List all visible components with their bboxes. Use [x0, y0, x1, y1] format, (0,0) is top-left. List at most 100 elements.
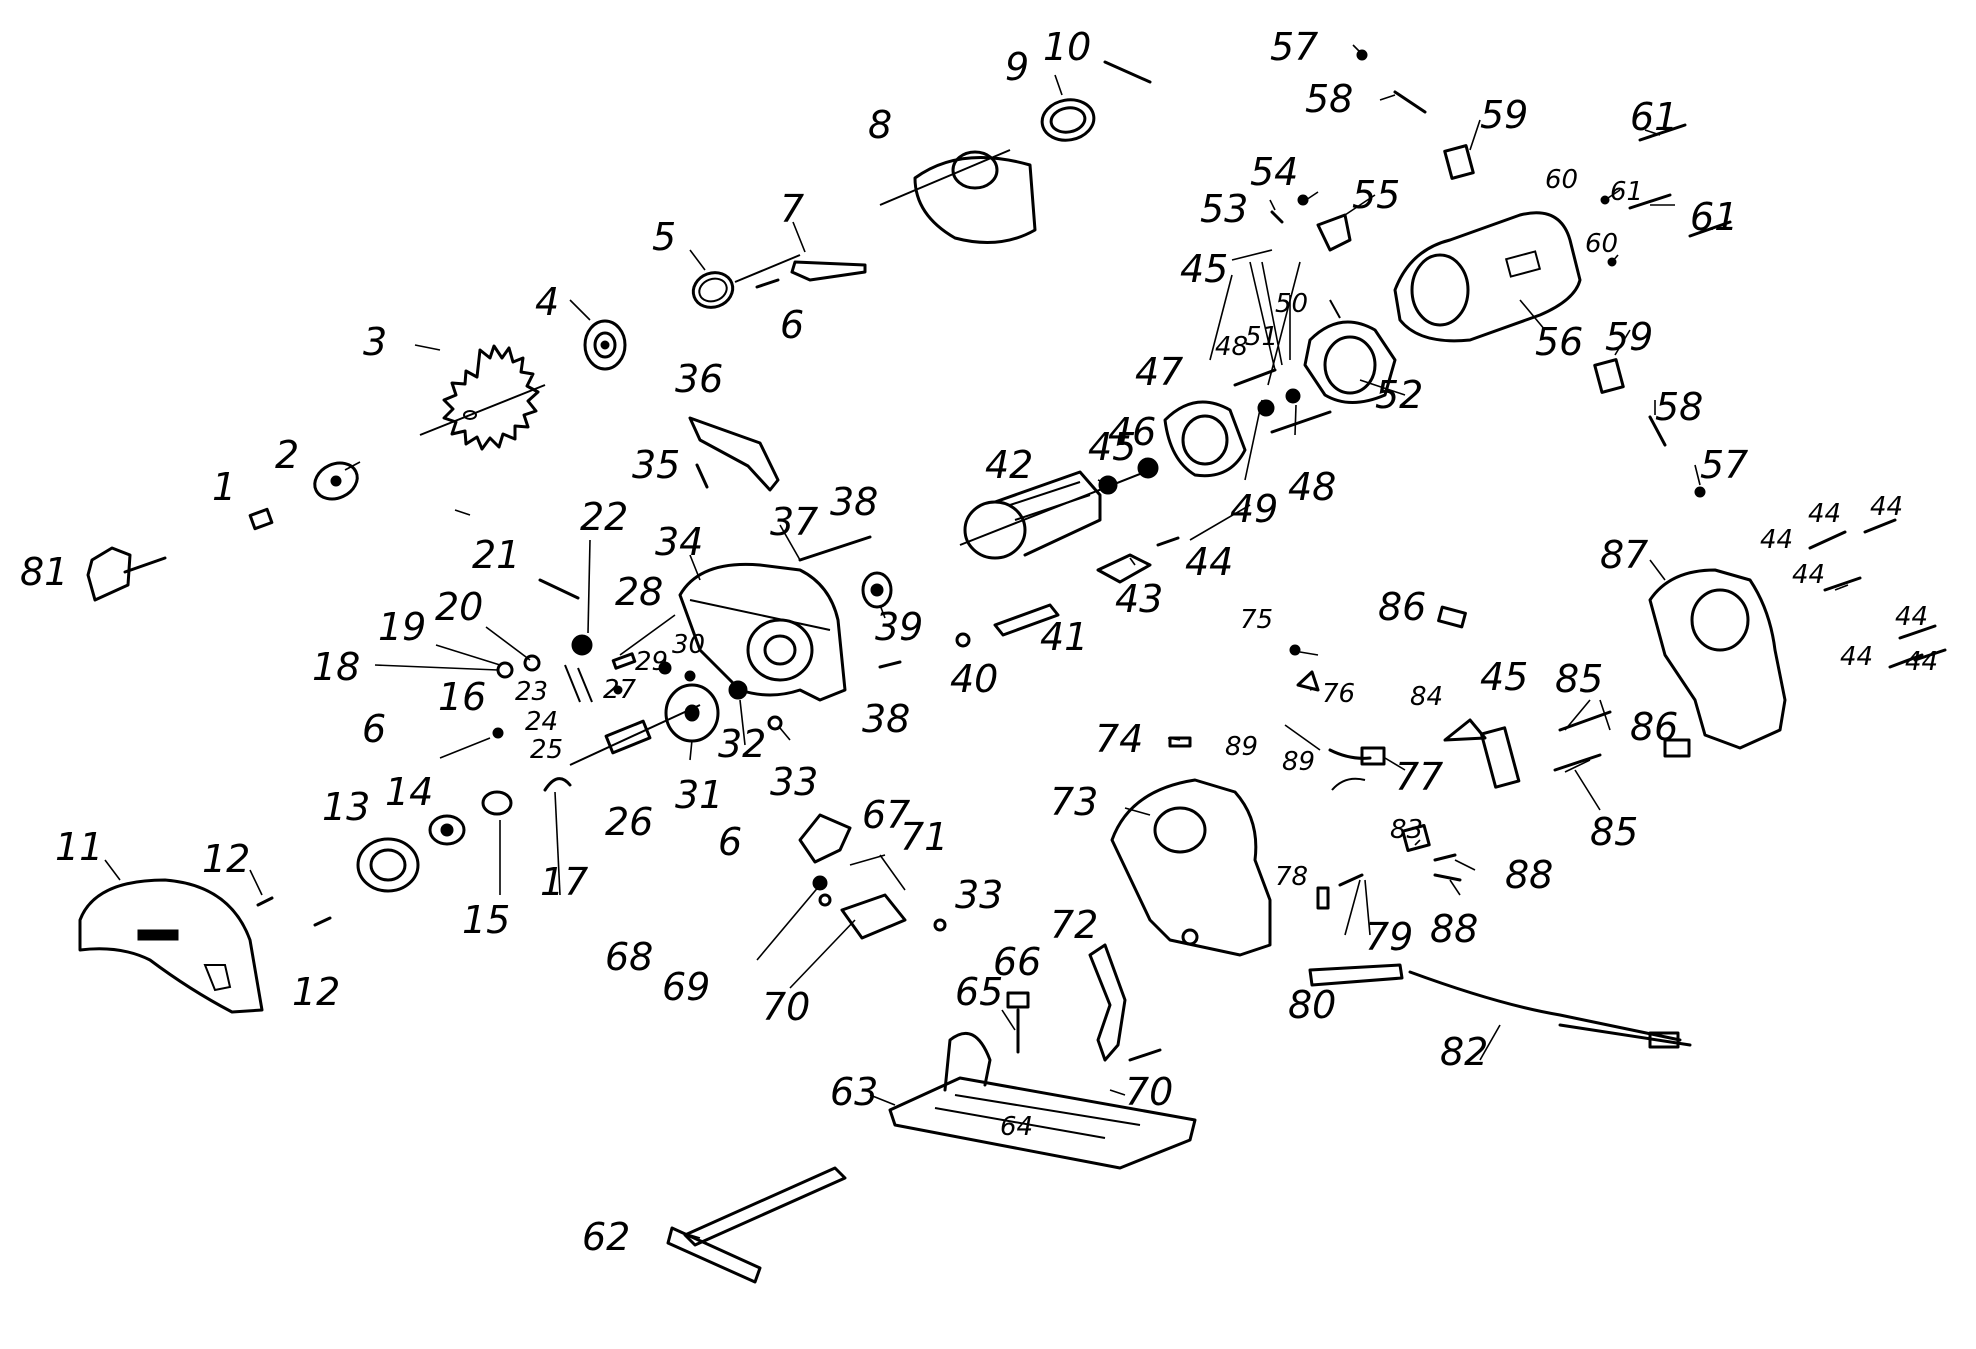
callout-23: 23 [515, 677, 548, 707]
callout-67: 67 [862, 793, 910, 837]
part-13-ring-housing [356, 837, 420, 893]
callout-3: 3 [363, 320, 387, 364]
callout-87: 87 [1600, 533, 1648, 577]
callout-1: 1 [212, 465, 236, 509]
callout-83: 83 [1390, 815, 1423, 845]
part-3-saw-blade [419, 344, 546, 451]
callout-21: 21 [472, 533, 520, 577]
callout-44-r2: 44 [1870, 492, 1903, 522]
callout-74: 74 [1095, 717, 1143, 761]
callout-9: 9 [1005, 45, 1029, 89]
callout-4: 4 [535, 280, 559, 324]
callout-79: 79 [1365, 915, 1413, 959]
part-83-block [1401, 823, 1431, 853]
callout-41: 41 [1040, 615, 1088, 659]
part-72-depth-bracket [1088, 943, 1162, 1062]
callout-37: 37 [770, 500, 818, 544]
callout-52: 52 [1375, 373, 1423, 417]
callout-62: 62 [582, 1215, 630, 1259]
callout-72: 72 [1050, 903, 1098, 947]
part-81-knob [86, 546, 167, 602]
part-10-screw [1103, 60, 1152, 84]
callout-68: 68 [605, 935, 653, 979]
callout-89-a: 89 [1225, 732, 1258, 762]
callout-19: 19 [378, 605, 426, 649]
callout-86-b: 86 [1630, 705, 1678, 749]
callout-58-bottom: 58 [1655, 385, 1703, 429]
part-12-screws [256, 896, 332, 927]
callout-29: 29 [635, 647, 668, 677]
callout-25: 25 [530, 735, 563, 765]
part-5-ring [691, 254, 801, 309]
part-4-flange [583, 319, 627, 371]
callout-89-b: 89 [1282, 747, 1315, 777]
part-57-59-brush-bottom [1593, 358, 1706, 498]
part-22-gear [571, 634, 593, 656]
part-62-rip-fence [666, 1166, 847, 1284]
part-52-field [1303, 299, 1397, 404]
callout-43: 43 [1115, 577, 1163, 621]
callout-6-left: 6 [362, 707, 386, 751]
callout-33-a: 33 [770, 760, 818, 804]
callout-11: 11 [55, 825, 103, 869]
callout-20: 20 [435, 585, 483, 629]
callout-65: 65 [955, 970, 1003, 1014]
callout-59-top: 59 [1480, 93, 1528, 137]
callout-53: 53 [1200, 187, 1248, 231]
part-44-screws [1156, 518, 1947, 669]
part-40-washer [955, 632, 971, 648]
part-65-66-knob [1006, 991, 1030, 1054]
callout-13: 13 [322, 785, 370, 829]
callout-56: 56 [1535, 320, 1583, 364]
part-35-spring [695, 463, 709, 489]
callout-18: 18 [312, 645, 360, 689]
callout-81: 81 [20, 550, 68, 594]
callout-78: 78 [1275, 862, 1308, 892]
callout-47: 47 [1135, 350, 1183, 394]
part-2-washer [313, 461, 359, 501]
callout-40: 40 [950, 657, 998, 701]
part-56-motor-housing [1393, 211, 1582, 343]
callout-75: 75 [1240, 605, 1273, 635]
callout-35: 35 [632, 443, 680, 487]
callout-54: 54 [1250, 150, 1298, 194]
callout-51: 51 [1245, 322, 1278, 352]
part-8-upper-guard [879, 149, 1037, 244]
part-15-ring [481, 790, 513, 816]
part-87-handle-half [1648, 568, 1787, 750]
callout-71: 71 [900, 815, 948, 859]
callout-44-r3: 44 [1760, 525, 1793, 555]
callout-84: 84 [1410, 682, 1443, 712]
part-48-51-fasteners [1233, 368, 1332, 434]
callout-16: 16 [438, 675, 486, 719]
part-7-lever [790, 260, 867, 282]
callout-24: 24 [525, 707, 558, 737]
callout-33-b: 33 [955, 873, 1003, 917]
callout-38-b: 38 [862, 697, 910, 741]
callout-6-mid: 6 [718, 820, 742, 864]
callout-58-top: 58 [1305, 77, 1353, 121]
part-67-68-lever [798, 813, 852, 891]
part-57-59-brush-top [1356, 49, 1475, 180]
part-80-cord-guard [1308, 963, 1404, 987]
callout-66: 66 [993, 940, 1041, 984]
part-82-cord [1408, 970, 1692, 1049]
callout-48-b: 48 [1288, 465, 1336, 509]
callout-22: 22 [580, 495, 628, 539]
part-27-pin [613, 685, 623, 695]
part-77-switch [1328, 746, 1386, 791]
callout-49: 49 [1230, 487, 1278, 531]
part-84-cover [1443, 718, 1521, 789]
callout-5: 5 [652, 215, 676, 259]
callout-31: 31 [675, 773, 723, 817]
part-26-spindle [569, 704, 701, 766]
callout-70-b: 70 [1125, 1070, 1173, 1114]
callout-36: 36 [675, 357, 723, 401]
callout-14: 14 [385, 770, 433, 814]
callout-34: 34 [655, 520, 703, 564]
part-69-71-bracket [818, 893, 947, 940]
callout-48-a: 48 [1215, 332, 1248, 362]
callout-44-r5: 44 [1895, 602, 1928, 632]
callout-50: 50 [1275, 289, 1308, 319]
